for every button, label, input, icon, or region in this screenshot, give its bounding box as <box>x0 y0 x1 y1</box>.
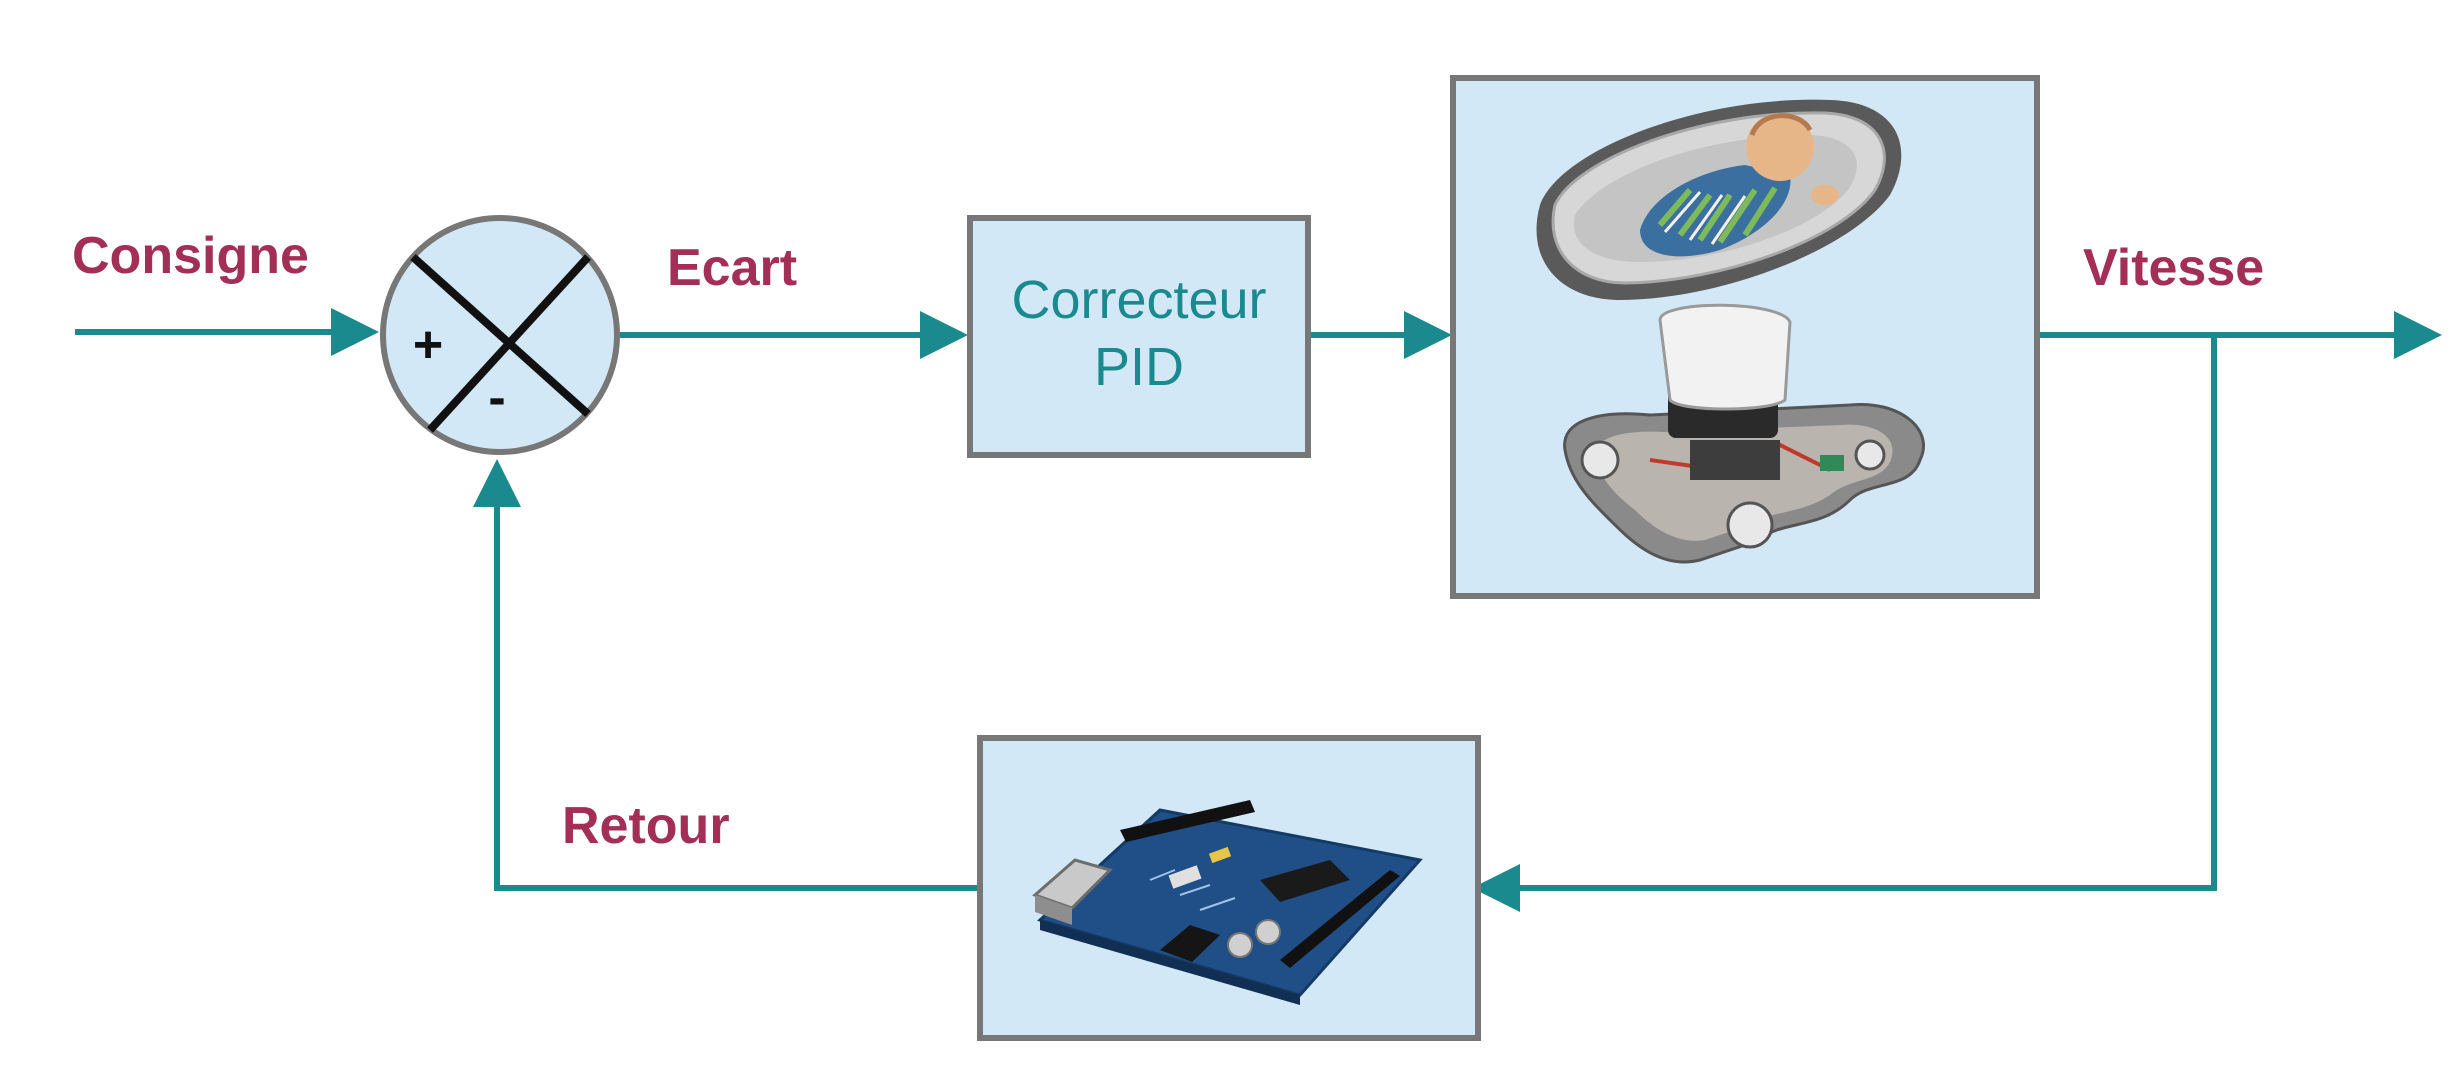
sensor-block <box>977 735 1481 1041</box>
comparator-minus-sign: - <box>488 369 505 427</box>
comparator-cross-line <box>427 254 591 433</box>
baby-swing-image <box>1536 99 1925 564</box>
controller-box <box>967 215 1311 458</box>
retour-arrow <box>473 459 978 891</box>
comparator: + - <box>380 215 620 455</box>
vitesse-label: Vitesse <box>2083 239 2264 297</box>
ecart-label: Ecart <box>667 239 797 297</box>
comparator-plus-sign: + <box>413 316 443 374</box>
plant-block <box>1450 75 2040 599</box>
controller-block: Correcteur PID <box>967 215 1311 458</box>
signal-lines <box>75 308 2442 912</box>
controller-line1: Correcteur <box>1011 270 1266 330</box>
retour-label: Retour <box>562 797 730 855</box>
arduino-board-image <box>1032 800 1423 1005</box>
controller-line2: PID <box>1094 337 1184 397</box>
feedback-to-sensor-arrow <box>1472 335 2217 912</box>
comparator-cross-line <box>410 254 591 417</box>
consigne-label: Consigne <box>72 227 309 285</box>
